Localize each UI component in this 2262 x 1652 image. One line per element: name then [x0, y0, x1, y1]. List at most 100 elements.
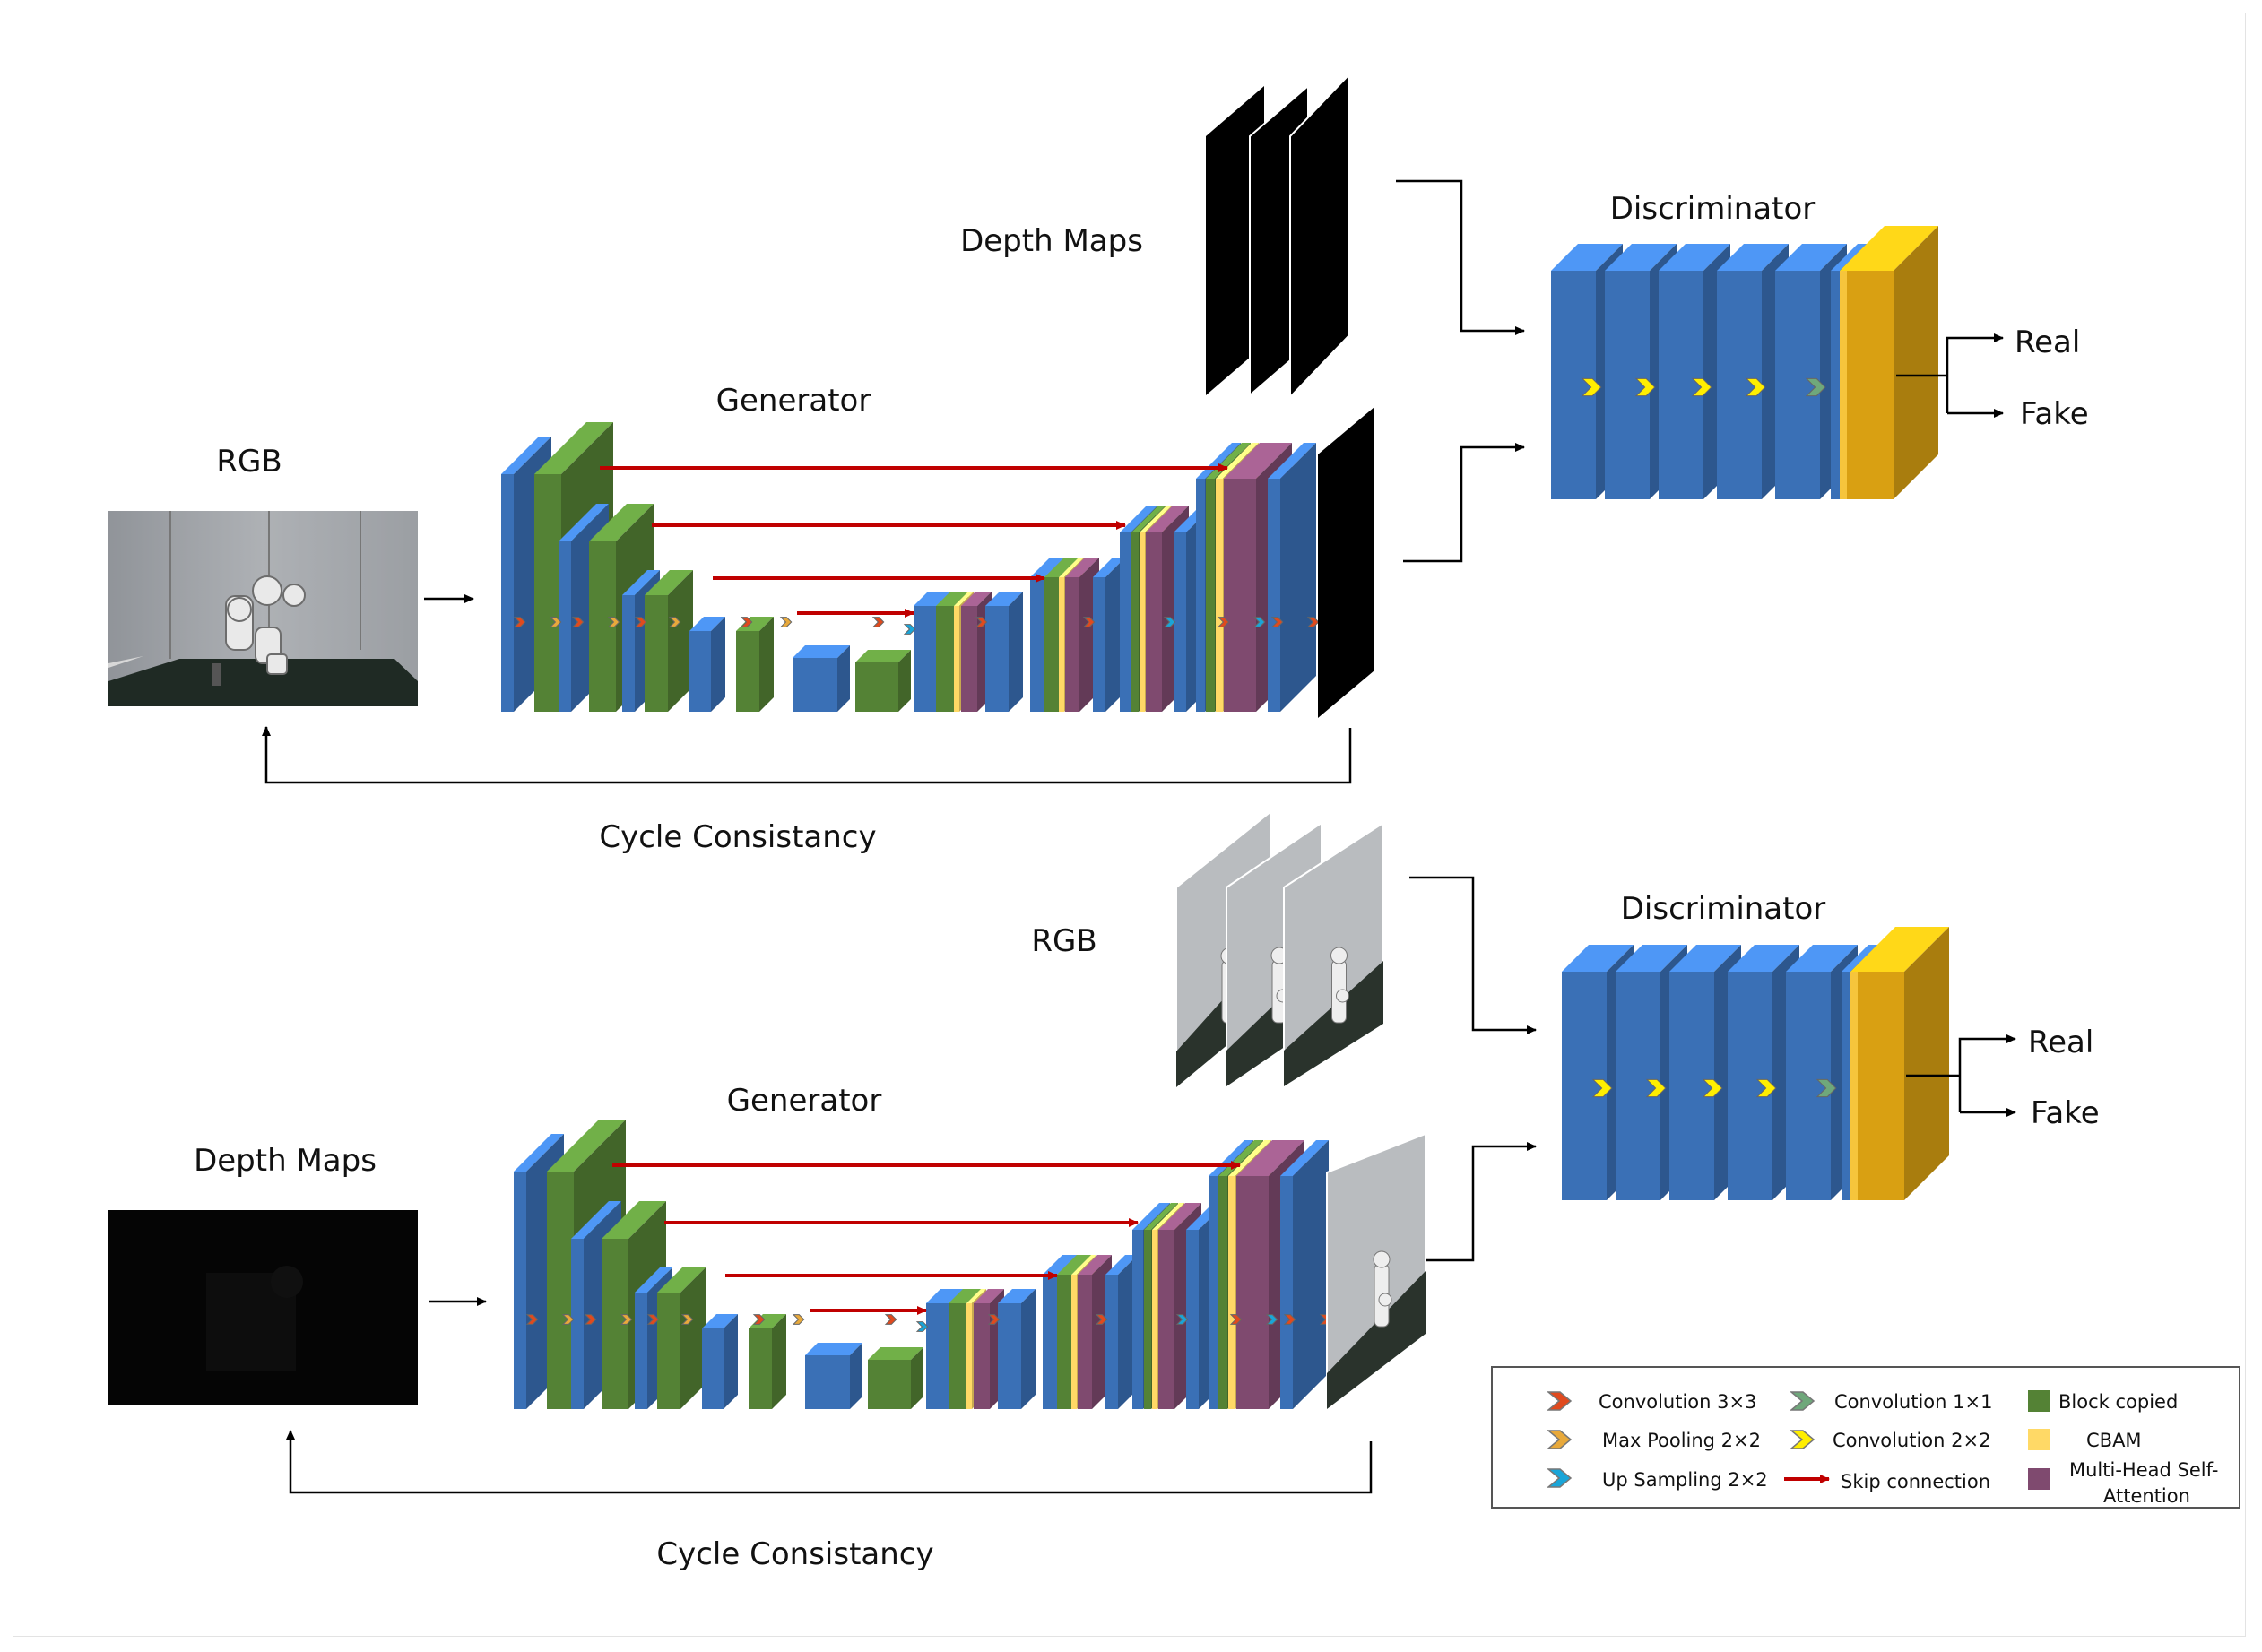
- bottom-generator-output-rgb: [1326, 1132, 1426, 1412]
- legend-mhsa-label-2: Attention: [2103, 1485, 2190, 1507]
- legend: Convolution 3×3 Max Pooling 2×2 Up Sampl…: [1491, 1366, 2240, 1509]
- bottom-gen-op-chevron-2: [561, 1314, 575, 1325]
- legend-conv3-label: Convolution 3×3: [1599, 1391, 1756, 1413]
- top-discriminator: [1551, 226, 1938, 499]
- bottom-cycle-label: Cycle Consistancy: [656, 1536, 933, 1572]
- bottom-disc-op-chevron-3: [1702, 1078, 1723, 1098]
- top-generator: [501, 422, 1369, 712]
- top-gen-block-10: [855, 650, 911, 712]
- bottom-fake-to-disc-arrow: [1426, 1142, 1537, 1262]
- bottom-depth-input-image: [108, 1210, 418, 1405]
- bottom-gen-op-chevron-14: [1229, 1314, 1243, 1325]
- top-gen-op-chevron-10: [903, 624, 916, 635]
- top-gen-op-chevron-13: [1163, 617, 1176, 627]
- top-cycle-arrow: [262, 726, 1352, 784]
- top-gen-op-chevron-7: [740, 617, 753, 627]
- top-gen-op-chevron-14: [1217, 617, 1230, 627]
- legend-mhsa-label-1: Multi-Head Self-: [2069, 1459, 2218, 1481]
- text-labels: RGB Depth Maps Generator Discriminator R…: [194, 191, 2100, 1572]
- top-disc-op-chevron-1: [1581, 377, 1602, 397]
- bottom-gen-op-chevron-16: [1283, 1314, 1296, 1325]
- bottom-gen-op-chevron-8: [792, 1314, 805, 1325]
- top-disc-output-block: [1840, 226, 1938, 499]
- top-discriminator-label: Discriminator: [1610, 191, 1816, 227]
- bottom-gen-block-7: [702, 1314, 738, 1409]
- bottom-real-to-disc-arrow: [1409, 876, 1537, 1034]
- bottom-disc-op-chevron-2: [1645, 1078, 1667, 1098]
- bottom-gen-op-chevron-9: [884, 1314, 897, 1325]
- top-gen-block-6: [645, 570, 693, 712]
- bottom-generator-label: Generator: [727, 1083, 882, 1119]
- top-gen-op-chevron-1: [513, 617, 526, 627]
- bottom-generator: [514, 1120, 1382, 1409]
- figure-frame: [13, 13, 2246, 1637]
- legend-maxpool-icon: [1546, 1430, 1573, 1449]
- legend-skip-label: Skip connection: [1841, 1471, 1990, 1492]
- bottom-fake-label: Fake: [2031, 1095, 2100, 1131]
- top-gen-block-30: [1268, 443, 1316, 712]
- legend-conv1-icon: [1789, 1391, 1816, 1411]
- top-gen-op-chevron-15: [1252, 617, 1266, 627]
- bottom-gen-op-chevron-10: [915, 1321, 929, 1332]
- top-generator-output-depth: [1318, 407, 1374, 718]
- bottom-gen-op-chevron-12: [1095, 1314, 1108, 1325]
- bottom-gen-op-chevron-6: [680, 1314, 694, 1325]
- bottom-disc-op-chevron-4: [1755, 1078, 1777, 1098]
- top-rgb-input-image: [108, 511, 418, 706]
- top-gen-op-chevron-2: [549, 617, 562, 627]
- bottom-rgb-frame-3: [1283, 821, 1384, 1088]
- bottom-gen-op-chevron-4: [620, 1314, 633, 1325]
- connectors: [262, 179, 2016, 1494]
- bottom-gen-op-chevron-7: [752, 1314, 766, 1325]
- top-rgb-label: RGB: [216, 444, 282, 480]
- bottom-output-rgb-frame: [1326, 1132, 1426, 1412]
- top-generator-label: Generator: [716, 383, 871, 419]
- legend-upsample-icon: [1546, 1468, 1573, 1488]
- bottom-discriminator: [1562, 927, 1949, 1200]
- bottom-disc-output-block: [1850, 927, 1949, 1200]
- bottom-rgb-label: RGB: [1031, 923, 1096, 959]
- top-gen-op-chevron-16: [1270, 617, 1284, 627]
- bottom-gen-op-chevron-11: [987, 1314, 1001, 1325]
- bottom-disc-op-chevron-5: [1816, 1078, 1837, 1098]
- top-disc-op-chevron-2: [1634, 377, 1656, 397]
- bottom-gen-op-chevron-5: [646, 1314, 660, 1325]
- top-gen-op-chevron-12: [1082, 617, 1096, 627]
- top-disc-op-chevron-4: [1745, 377, 1766, 397]
- top-gen-block-15: [985, 592, 1023, 712]
- legend-conv2-label: Convolution 2×2: [1833, 1430, 1990, 1451]
- top-gen-op-chevron-5: [634, 617, 647, 627]
- top-cycle-label: Cycle Consistancy: [599, 819, 876, 855]
- bottom-gen-op-chevron-3: [584, 1314, 597, 1325]
- legend-conv2-icon: [1789, 1430, 1816, 1449]
- legend-cbam-label: CBAM: [2086, 1430, 2142, 1451]
- top-disc-op-chevron-5: [1805, 377, 1826, 397]
- top-real-arrow: [1946, 333, 2004, 413]
- bottom-real-label: Real: [2028, 1025, 2093, 1060]
- legend-cbam-swatch: [2028, 1429, 2050, 1450]
- bottom-real-arrow: [1958, 1034, 2016, 1112]
- top-gen-block-8: [736, 617, 774, 712]
- top-gen-op-chevron-11: [975, 617, 988, 627]
- bottom-rgb-stack: [1175, 809, 1384, 1090]
- top-gen-op-chevron-6: [668, 617, 681, 627]
- top-real-to-disc-arrow: [1396, 179, 1525, 335]
- bottom-gen-op-chevron-1: [525, 1314, 539, 1325]
- top-depth-maps-label: Depth Maps: [960, 223, 1143, 259]
- top-fake-to-disc-arrow: [1403, 443, 1525, 563]
- bottom-disc-op-chevron-1: [1591, 1078, 1613, 1098]
- legend-mhsa-swatch: [2028, 1468, 2050, 1490]
- top-gen-op-chevron-3: [571, 617, 585, 627]
- legend-maxpool-label: Max Pooling 2×2: [1602, 1430, 1761, 1451]
- top-gen-block-9: [793, 645, 850, 712]
- bottom-gen-block-6: [657, 1267, 706, 1409]
- legend-box: [1491, 1366, 2240, 1509]
- bottom-depth-maps-label: Depth Maps: [194, 1143, 377, 1179]
- top-disc-op-chevron-3: [1691, 377, 1712, 397]
- bottom-gen-block-9: [805, 1343, 862, 1409]
- bottom-gen-block-30: [1280, 1140, 1329, 1409]
- top-gen-block-7: [689, 617, 725, 712]
- bottom-gen-op-chevron-15: [1265, 1314, 1278, 1325]
- top-fake-label: Fake: [2020, 396, 2089, 432]
